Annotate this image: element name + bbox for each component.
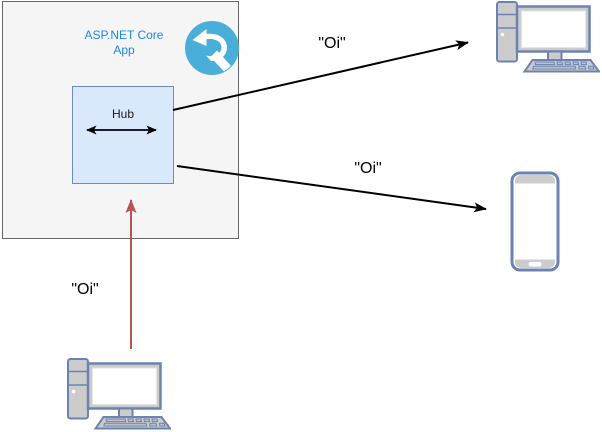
message-label-to-desktop: "Oi": [318, 35, 346, 52]
sender-desktop-computer-icon: [67, 358, 171, 431]
hub-label: Hub: [111, 107, 135, 121]
desktop-computer-icon: [496, 1, 600, 74]
app-title: ASP.NET Core App: [84, 28, 164, 57]
message-label-to-phone: "Oi": [354, 160, 382, 177]
hub-box: [72, 86, 174, 184]
signalr-logo-icon: [185, 21, 239, 75]
aspnet-core-app-box: ASP.NET Core App Hub: [2, 1, 239, 239]
message-label-from-desktop: "Oi": [71, 281, 99, 298]
smartphone-icon: [510, 171, 560, 272]
